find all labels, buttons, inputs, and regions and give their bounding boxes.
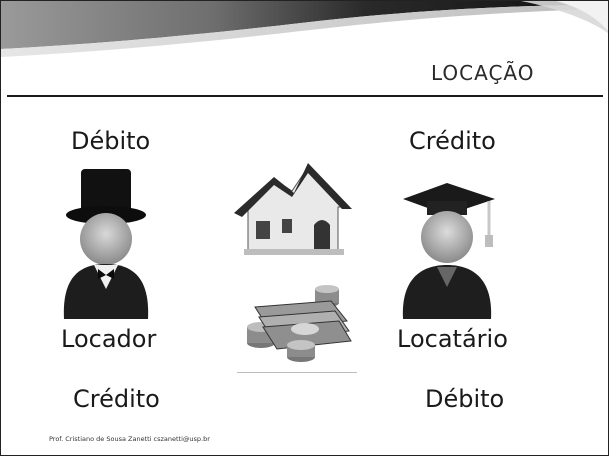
graduate-tenant-icon — [402, 183, 495, 319]
right-bottom-label: Débito — [425, 385, 505, 413]
title-divider — [7, 95, 603, 97]
right-role-label: Locatário — [397, 325, 508, 353]
landlord-top-hat-icon — [63, 169, 149, 319]
footer-credit: Prof. Cristiano de Sousa Zanetti cszanet… — [49, 435, 210, 443]
left-top-label: Débito — [71, 127, 151, 155]
center-divider — [237, 372, 357, 373]
left-role-label: Locador — [61, 325, 157, 353]
right-top-label: Crédito — [409, 127, 496, 155]
house-icon — [234, 163, 352, 255]
slide-title: LOCAÇÃO — [431, 61, 535, 85]
header-decoration — [1, 1, 608, 57]
money-stack-icon — [247, 285, 352, 362]
left-bottom-label: Crédito — [73, 385, 160, 413]
